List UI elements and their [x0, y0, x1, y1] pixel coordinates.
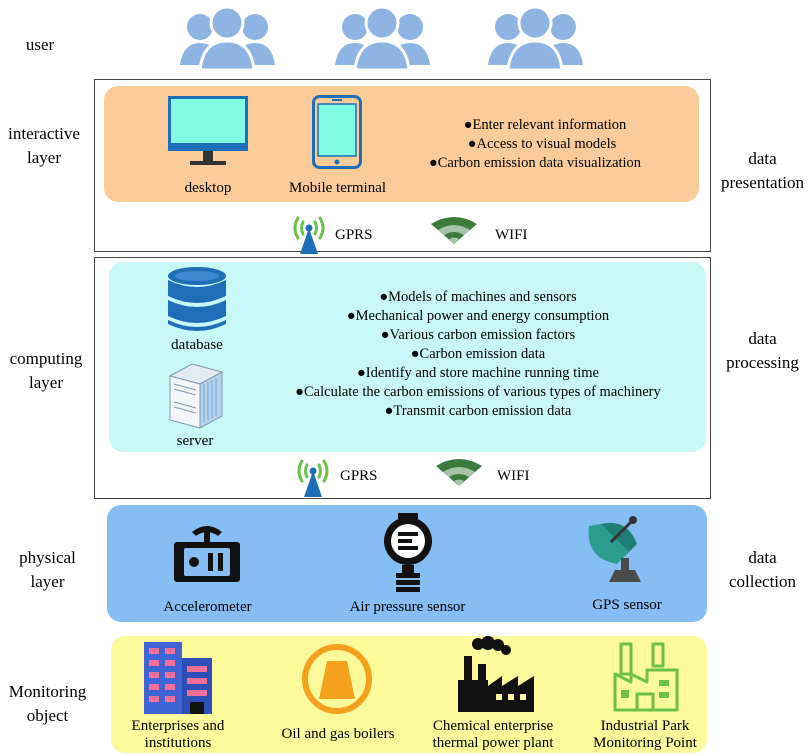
bullet-item: ●Mechanical power and energy consumption	[346, 308, 610, 324]
bullet-item: ●Identify and store machine running time	[357, 365, 599, 381]
oil-gas-boilers-label: Oil and gas boilers	[281, 726, 395, 742]
user-icon	[488, 5, 583, 72]
data-processing-label: data processing	[726, 329, 799, 372]
computing-layer-label: computing layer	[9, 349, 83, 392]
server-label: server	[176, 433, 214, 449]
enterprise-building-icon	[144, 642, 212, 714]
mobile-terminal-label: Mobile terminal	[288, 180, 387, 196]
bullet-item: ●Carbon emission data	[410, 346, 546, 362]
wifi-icon	[431, 217, 477, 244]
wifi-label: WIFI	[495, 227, 528, 243]
chemical-plant-label: Chemical enterprise thermal power plant	[432, 718, 554, 751]
bullet-item: ●Access to visual models	[467, 136, 617, 152]
industrial-park-label: Industrial Park Monitoring Point	[593, 718, 697, 751]
gps-satellite-dish-icon	[588, 516, 641, 582]
user-label: user	[25, 35, 55, 54]
interactive-bullet-list: ●Enter relevant information ●Access to v…	[395, 116, 675, 173]
bullet-item: ●Enter relevant information	[463, 117, 627, 133]
physical-layer-label: physical layer	[19, 548, 76, 591]
accelerometer-icon	[174, 526, 240, 582]
desktop-label: desktop	[184, 180, 232, 196]
air-pressure-sensor-icon	[384, 513, 432, 592]
wifi-label: WIFI	[497, 468, 530, 484]
chemical-plant-icon	[458, 636, 534, 712]
industrial-park-icon	[613, 642, 679, 712]
computing-bullet-list: ●Models of machines and sensors ●Mechani…	[268, 288, 688, 421]
data-collection-label: data collection	[728, 548, 797, 591]
enterprises-label: Enterprises and institutions	[131, 718, 225, 751]
gprs-label: GPRS	[340, 468, 378, 484]
server-icon	[168, 363, 224, 429]
interactive-layer-label: interactive layer	[8, 124, 80, 167]
gps-sensor-label: GPS sensor	[592, 597, 662, 613]
bullet-item: ●Various carbon emission factors	[380, 327, 576, 343]
desktop-icon	[168, 96, 248, 165]
user-icon	[180, 5, 275, 72]
bullet-item: ●Transmit carbon emission data	[384, 403, 572, 419]
wifi-icon	[436, 459, 482, 486]
monitoring-object-label: Monitoring object	[8, 682, 87, 725]
oil-gas-boiler-icon	[302, 644, 372, 714]
bullet-item: ●Models of machines and sensors	[379, 289, 577, 305]
database-label: database	[171, 337, 223, 353]
data-presentation-label: data presentation	[720, 149, 805, 192]
air-pressure-sensor-label: Air pressure sensor	[349, 599, 466, 615]
user-icon	[335, 5, 430, 72]
gprs-antenna-icon	[297, 459, 329, 497]
gprs-label: GPRS	[335, 227, 373, 243]
gprs-antenna-icon	[293, 216, 325, 254]
database-icon	[168, 267, 226, 331]
bullet-item: ●Calculate the carbon emissions of vario…	[295, 384, 661, 400]
accelerometer-label: Accelerometer	[163, 599, 252, 615]
mobile-terminal-icon	[312, 95, 362, 169]
bullet-item: ●Carbon emission data visualization	[428, 155, 642, 171]
